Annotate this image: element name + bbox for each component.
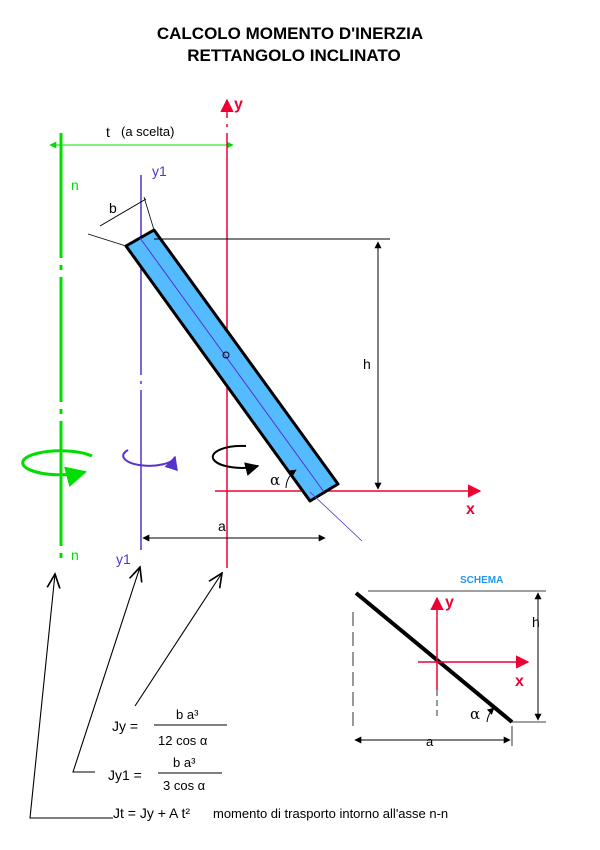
- formula-jy-denominator: 12 cos α: [158, 733, 208, 748]
- dimension-a-ext: [309, 491, 363, 542]
- formula-jt: Jt = Jy + A t²: [113, 805, 190, 821]
- axis-n-label-bottom: n: [71, 547, 79, 563]
- schema-alpha-arc: [486, 707, 495, 723]
- formula-jy-lhs: Jy =: [112, 718, 138, 734]
- formula-jt-note: momento di trasporto intorno all'asse n-…: [213, 806, 448, 821]
- formula-jy1-lhs: Jy1 =: [108, 767, 142, 783]
- schema-inset: SCHEMA y x h a α: [352, 575, 546, 749]
- dimension-t-label: t: [106, 124, 110, 140]
- rotation-arrow-y1-icon: [122, 449, 178, 472]
- alpha-arc: [285, 469, 297, 489]
- schema-alpha-label: α: [470, 705, 480, 723]
- dimension-b-ext-1: [87, 233, 127, 247]
- schema-y-label: y: [445, 594, 454, 611]
- axis-y1-label-bottom: y1: [116, 551, 131, 567]
- dimension-h-label: h: [363, 356, 371, 372]
- formula-jy-numerator: b a³: [176, 707, 199, 722]
- formula-jy1-denominator: 3 cos α: [163, 778, 206, 793]
- schema-h-label: h: [532, 614, 540, 630]
- dimension-t-note: (a scelta): [121, 124, 174, 139]
- axis-x-label: x: [466, 501, 475, 518]
- dimension-b-ext-2: [143, 196, 155, 231]
- rotation-arrow-n-icon: [21, 449, 93, 487]
- dimension-b-line: [99, 198, 147, 227]
- schema-title: SCHEMA: [460, 575, 503, 586]
- axis-y-label: y: [234, 96, 243, 113]
- alpha-label: α: [270, 471, 280, 489]
- pointer-jy1: [72, 567, 140, 773]
- schema-bar: [354, 591, 514, 724]
- axis-y1-label-top: y1: [152, 163, 167, 179]
- dimension-a-label: a: [218, 518, 226, 534]
- formula-jy1-numerator: b a³: [173, 755, 196, 770]
- title-line-2: RETTANGOLO INCLINATO: [187, 46, 400, 65]
- dimension-b-label: b: [109, 200, 117, 216]
- rectangle-centerline: [139, 237, 325, 493]
- title-line-1: CALCOLO MOMENTO D'INERZIA: [157, 24, 423, 43]
- schema-a-label: a: [426, 734, 434, 749]
- pointer-jt: [29, 574, 113, 819]
- pointer-jy: [134, 573, 222, 707]
- centroid-marker: [222, 351, 230, 359]
- axis-n-label-top: n: [71, 177, 79, 193]
- schema-x-label: x: [515, 673, 524, 690]
- rotation-arrow-y-icon: [211, 444, 260, 476]
